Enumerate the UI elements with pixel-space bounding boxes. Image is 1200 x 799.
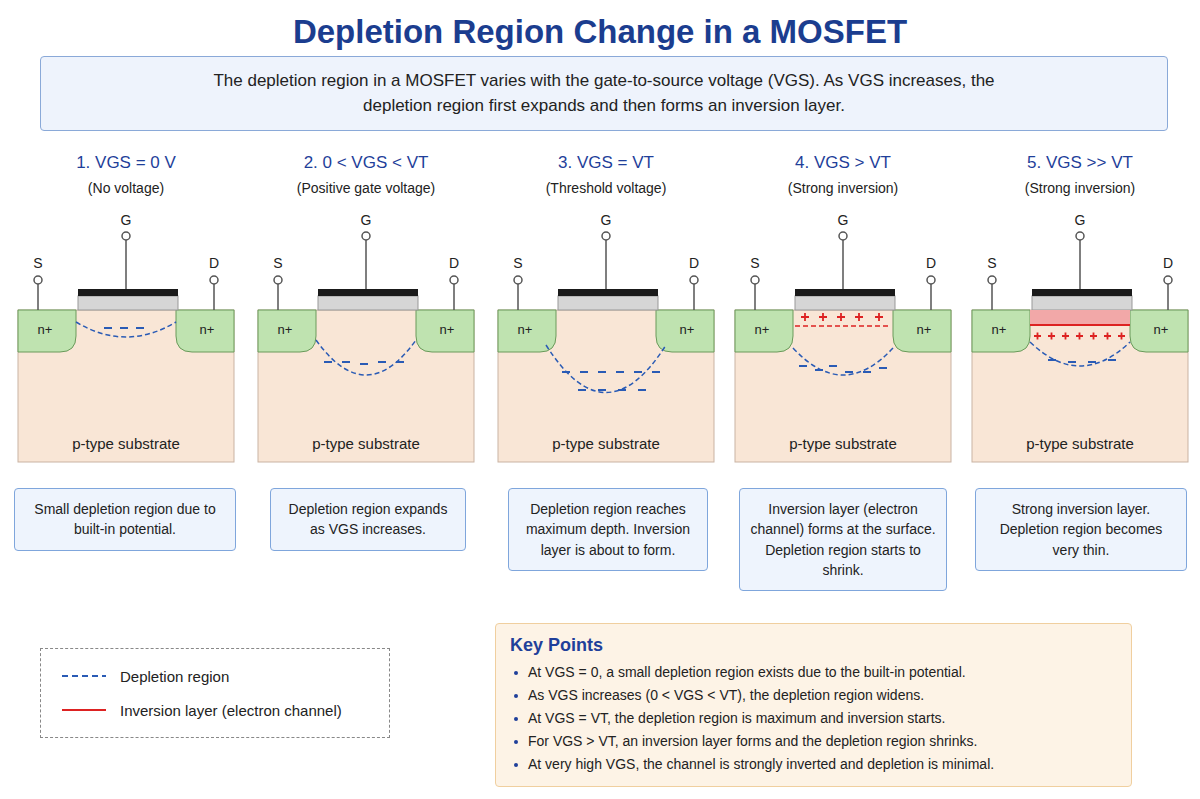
description-box: Strong inversion layer. Depletion region… [975, 488, 1187, 571]
intro-text: The depletion region in a MOSFET varies … [191, 69, 1017, 118]
bullet-dot [514, 740, 518, 744]
doping-label: n+ [1154, 322, 1169, 337]
negative-charges [104, 327, 144, 329]
depletion-boundary [76, 322, 176, 337]
legend-box [40, 648, 390, 738]
doping-label: n+ [200, 322, 215, 337]
key-points-box: Key Points At VGS = 0, a small depletion … [495, 623, 1132, 787]
panel-heading: 3. VGS = VT [558, 153, 654, 173]
mosfet-panel [498, 232, 714, 462]
panel-subheading: (Strong inversion) [788, 180, 899, 196]
inversion-layer [795, 325, 891, 327]
terminal-label: G [121, 212, 132, 228]
legend-text: Depletion region [120, 668, 229, 685]
panel-subheading: (Threshold voltage) [546, 180, 667, 196]
terminal-label: G [1075, 212, 1086, 228]
doping-label: n+ [518, 322, 533, 337]
description-text: Depletion region reaches maximum depth. … [519, 499, 697, 560]
depletion-boundary [546, 345, 666, 393]
positive-charges [1034, 333, 1125, 340]
mosfet-panel [972, 232, 1188, 462]
bullet-text: As VGS increases (0 < VGS < VT), the dep… [510, 684, 1117, 707]
terminal-label: S [987, 255, 996, 271]
description-text: Strong inversion layer. Depletion region… [986, 499, 1176, 560]
doping-label: n+ [38, 322, 53, 337]
substrate-label: p-type substrate [312, 435, 420, 452]
bullet-text: For VGS > VT, an inversion layer forms a… [510, 730, 1117, 753]
mosfet-structure [18, 232, 234, 462]
terminal-label: S [273, 255, 282, 271]
terminal-label: S [750, 255, 759, 271]
terminal-label: D [449, 255, 459, 271]
description-text: Inversion layer (electron channel) forms… [750, 499, 936, 580]
inversion-region [1030, 310, 1130, 325]
terminal-label: D [209, 255, 219, 271]
depletion-boundary [793, 348, 893, 375]
substrate-label: p-type substrate [789, 435, 897, 452]
terminal-label: S [33, 255, 42, 271]
depletion-boundary [1030, 342, 1130, 366]
description-text: Depletion region expands as VGS increase… [283, 499, 453, 540]
bullet-text: At VGS = VT, the depletion region is max… [510, 707, 1117, 730]
bullet-text: At VGS = 0, a small depletion region exi… [510, 661, 1117, 684]
terminal-label: D [926, 255, 936, 271]
panel-heading: 4. VGS > VT [795, 153, 891, 173]
negative-charges [799, 366, 887, 372]
doping-label: n+ [992, 322, 1007, 337]
negative-charges [562, 372, 660, 390]
description-box: Depletion region reaches maximum depth. … [508, 488, 708, 571]
mosfet-panel [735, 232, 951, 462]
intro-box: The depletion region in a MOSFET varies … [40, 56, 1168, 131]
panel-subheading: (No voltage) [88, 180, 164, 196]
terminal-label: G [838, 212, 849, 228]
mosfet-panel [258, 232, 474, 462]
positive-charges [801, 313, 883, 321]
mosfet-structure [735, 232, 951, 462]
legend-text: Inversion layer (electron channel) [120, 702, 342, 719]
negative-charges [324, 362, 404, 364]
bullet-dot [514, 694, 518, 698]
terminal-label: G [361, 212, 372, 228]
doping-label: n+ [440, 322, 455, 337]
panel-heading: 5. VGS >> VT [1027, 153, 1133, 173]
doping-label: n+ [680, 322, 695, 337]
mosfet-structure [498, 232, 714, 462]
description-box: Depletion region expands as VGS increase… [270, 488, 466, 551]
mosfet-structure [972, 232, 1188, 462]
bullet-dot [514, 717, 518, 721]
depletion-boundary [316, 340, 416, 375]
panel-subheading: (Strong inversion) [1025, 180, 1136, 196]
terminal-label: S [513, 255, 522, 271]
description-box: Inversion layer (electron channel) forms… [739, 488, 947, 591]
doping-label: n+ [755, 322, 770, 337]
legend-sample-dashed [62, 675, 106, 677]
description-box: Small depletion region due to built-in p… [14, 488, 236, 551]
mosfet-panel [18, 232, 234, 462]
panel-heading: 1. VGS = 0 V [76, 153, 176, 173]
bullet-dot [514, 763, 518, 767]
terminal-label: D [689, 255, 699, 271]
inversion-layer [1030, 324, 1130, 326]
title: Depletion Region Change in a MOSFET [293, 13, 907, 51]
substrate-label: p-type substrate [552, 435, 660, 452]
substrate-label: p-type substrate [72, 435, 180, 452]
terminal-label: D [1163, 255, 1173, 271]
box-heading: Key Points [510, 632, 1117, 658]
panel-heading: 2. 0 < VGS < VT [304, 153, 429, 173]
doping-label: n+ [278, 322, 293, 337]
doping-label: n+ [917, 322, 932, 337]
bullet-text: At very high VGS, the channel is strongl… [510, 753, 1117, 776]
substrate-label: p-type substrate [1026, 435, 1134, 452]
bullet-dot [514, 671, 518, 675]
mosfet-structure [258, 232, 474, 462]
description-text: Small depletion region due to built-in p… [27, 499, 223, 540]
terminal-label: G [601, 212, 612, 228]
legend-sample-red [62, 709, 106, 711]
panel-subheading: (Positive gate voltage) [297, 180, 436, 196]
negative-charges [1048, 360, 1116, 362]
